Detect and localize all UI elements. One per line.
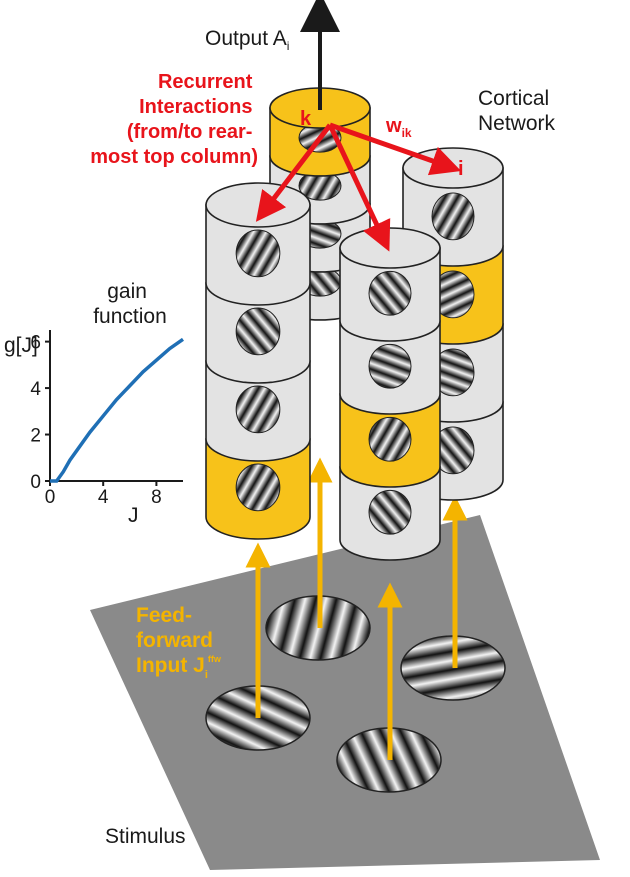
gain-plot-ytick-label: 0	[30, 472, 41, 493]
gain-plot-xlabel: J	[128, 504, 139, 527]
gain-plot-title: gain function	[93, 280, 167, 328]
gain-plot-ylabel: g[J]	[4, 334, 38, 357]
gain-plot-xtick-label: 0	[45, 487, 56, 508]
node-k-label: k	[300, 108, 312, 130]
node-i-label: i	[458, 158, 464, 180]
feedforward-arrows	[245, 457, 468, 760]
column-front	[339, 227, 441, 561]
cortical-network-label: Cortical Network	[478, 87, 556, 135]
column-front-grating	[368, 489, 412, 535]
feedforward-label: Feed- forward Input Jiffw	[136, 604, 222, 681]
output-label: Output Ai	[205, 27, 289, 53]
gain-plot-xtick-label: 8	[151, 487, 162, 508]
column-front-grating	[368, 343, 412, 389]
gain-plot: gain function g[J] J 0 2 4 6 0 4 8	[4, 280, 185, 527]
weight-label: wik	[385, 115, 412, 140]
column-left-grating	[235, 463, 281, 512]
gain-plot-ytick-label: 2	[30, 426, 41, 447]
stimulus-label: Stimulus	[105, 825, 186, 848]
gain-plot-ytick-label: 6	[30, 333, 41, 354]
column-left-grating	[235, 385, 281, 434]
gain-plot-ytick-label: 4	[30, 379, 41, 400]
column-front-grating	[368, 270, 412, 316]
column-left	[205, 182, 311, 540]
column-right-grating	[431, 192, 475, 241]
column-left-grating	[235, 229, 281, 278]
column-left-grating	[235, 307, 281, 356]
gain-plot-xtick-label: 4	[98, 487, 109, 508]
column-front-grating	[368, 416, 412, 462]
recurrent-label: Recurrent Interactions (from/to rear- mo…	[90, 71, 258, 168]
gain-curve	[50, 337, 185, 483]
recurrent-arrows	[255, 122, 462, 252]
stimulus-plane	[90, 515, 600, 870]
column-left-cap	[205, 182, 311, 228]
column-front-cap	[339, 227, 441, 269]
